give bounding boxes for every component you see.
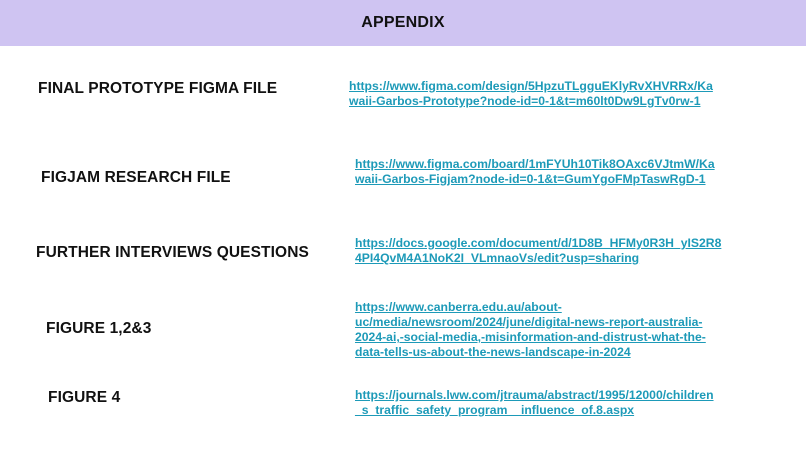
row-label-further-interviews: FURTHER INTERVIEWS QUESTIONS (36, 244, 309, 261)
link-further-interviews[interactable]: https://docs.google.com/document/d/1D8B_… (355, 236, 722, 265)
row-label-figjam-research: FIGJAM RESEARCH FILE (41, 169, 231, 186)
header-bar: APPENDIX (0, 0, 806, 46)
row-label-figure-4: FIGURE 4 (48, 389, 121, 406)
link-final-prototype-figma[interactable]: https://www.figma.com/design/5HpzuTLgguE… (349, 79, 713, 108)
page-title: APPENDIX (361, 14, 445, 31)
row-label-figure-1-2-3: FIGURE 1,2&3 (46, 320, 152, 337)
row-label-final-prototype: FINAL PROTOTYPE FIGMA FILE (38, 80, 278, 97)
link-figjam-research[interactable]: https://www.figma.com/board/1mFYUh10Tik8… (355, 157, 715, 186)
link-figure-1-2-3[interactable]: https://www.canberra.edu.au/about- uc/me… (355, 300, 706, 359)
link-figure-4[interactable]: https://journals.lww.com/jtrauma/abstrac… (355, 388, 714, 417)
